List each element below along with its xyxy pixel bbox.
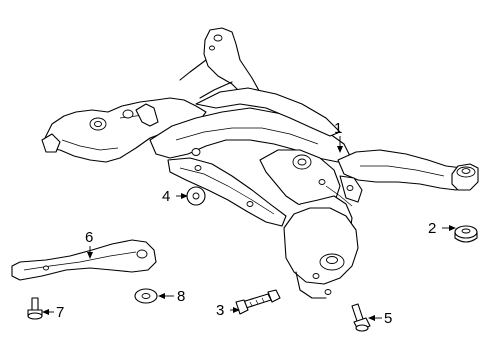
callout-1: 1 (334, 120, 342, 137)
washer-part-2 (454, 225, 478, 243)
bracket-part-6 (11, 239, 157, 281)
washer-part-8 (134, 288, 158, 304)
callout-7: 7 (56, 304, 64, 321)
callout-3: 3 (216, 302, 224, 319)
bolt-part-3 (235, 289, 281, 315)
bolt-part-7 (27, 297, 43, 320)
washer-part-4 (186, 186, 206, 206)
callout-5: 5 (384, 310, 392, 327)
callout-2: 2 (428, 220, 436, 237)
bolt-part-5 (351, 303, 371, 332)
subframe-crossmember (41, 27, 479, 299)
callout-leaders (42, 136, 456, 321)
callout-4: 4 (162, 188, 170, 205)
callout-8: 8 (177, 288, 185, 305)
callout-6: 6 (85, 229, 93, 246)
